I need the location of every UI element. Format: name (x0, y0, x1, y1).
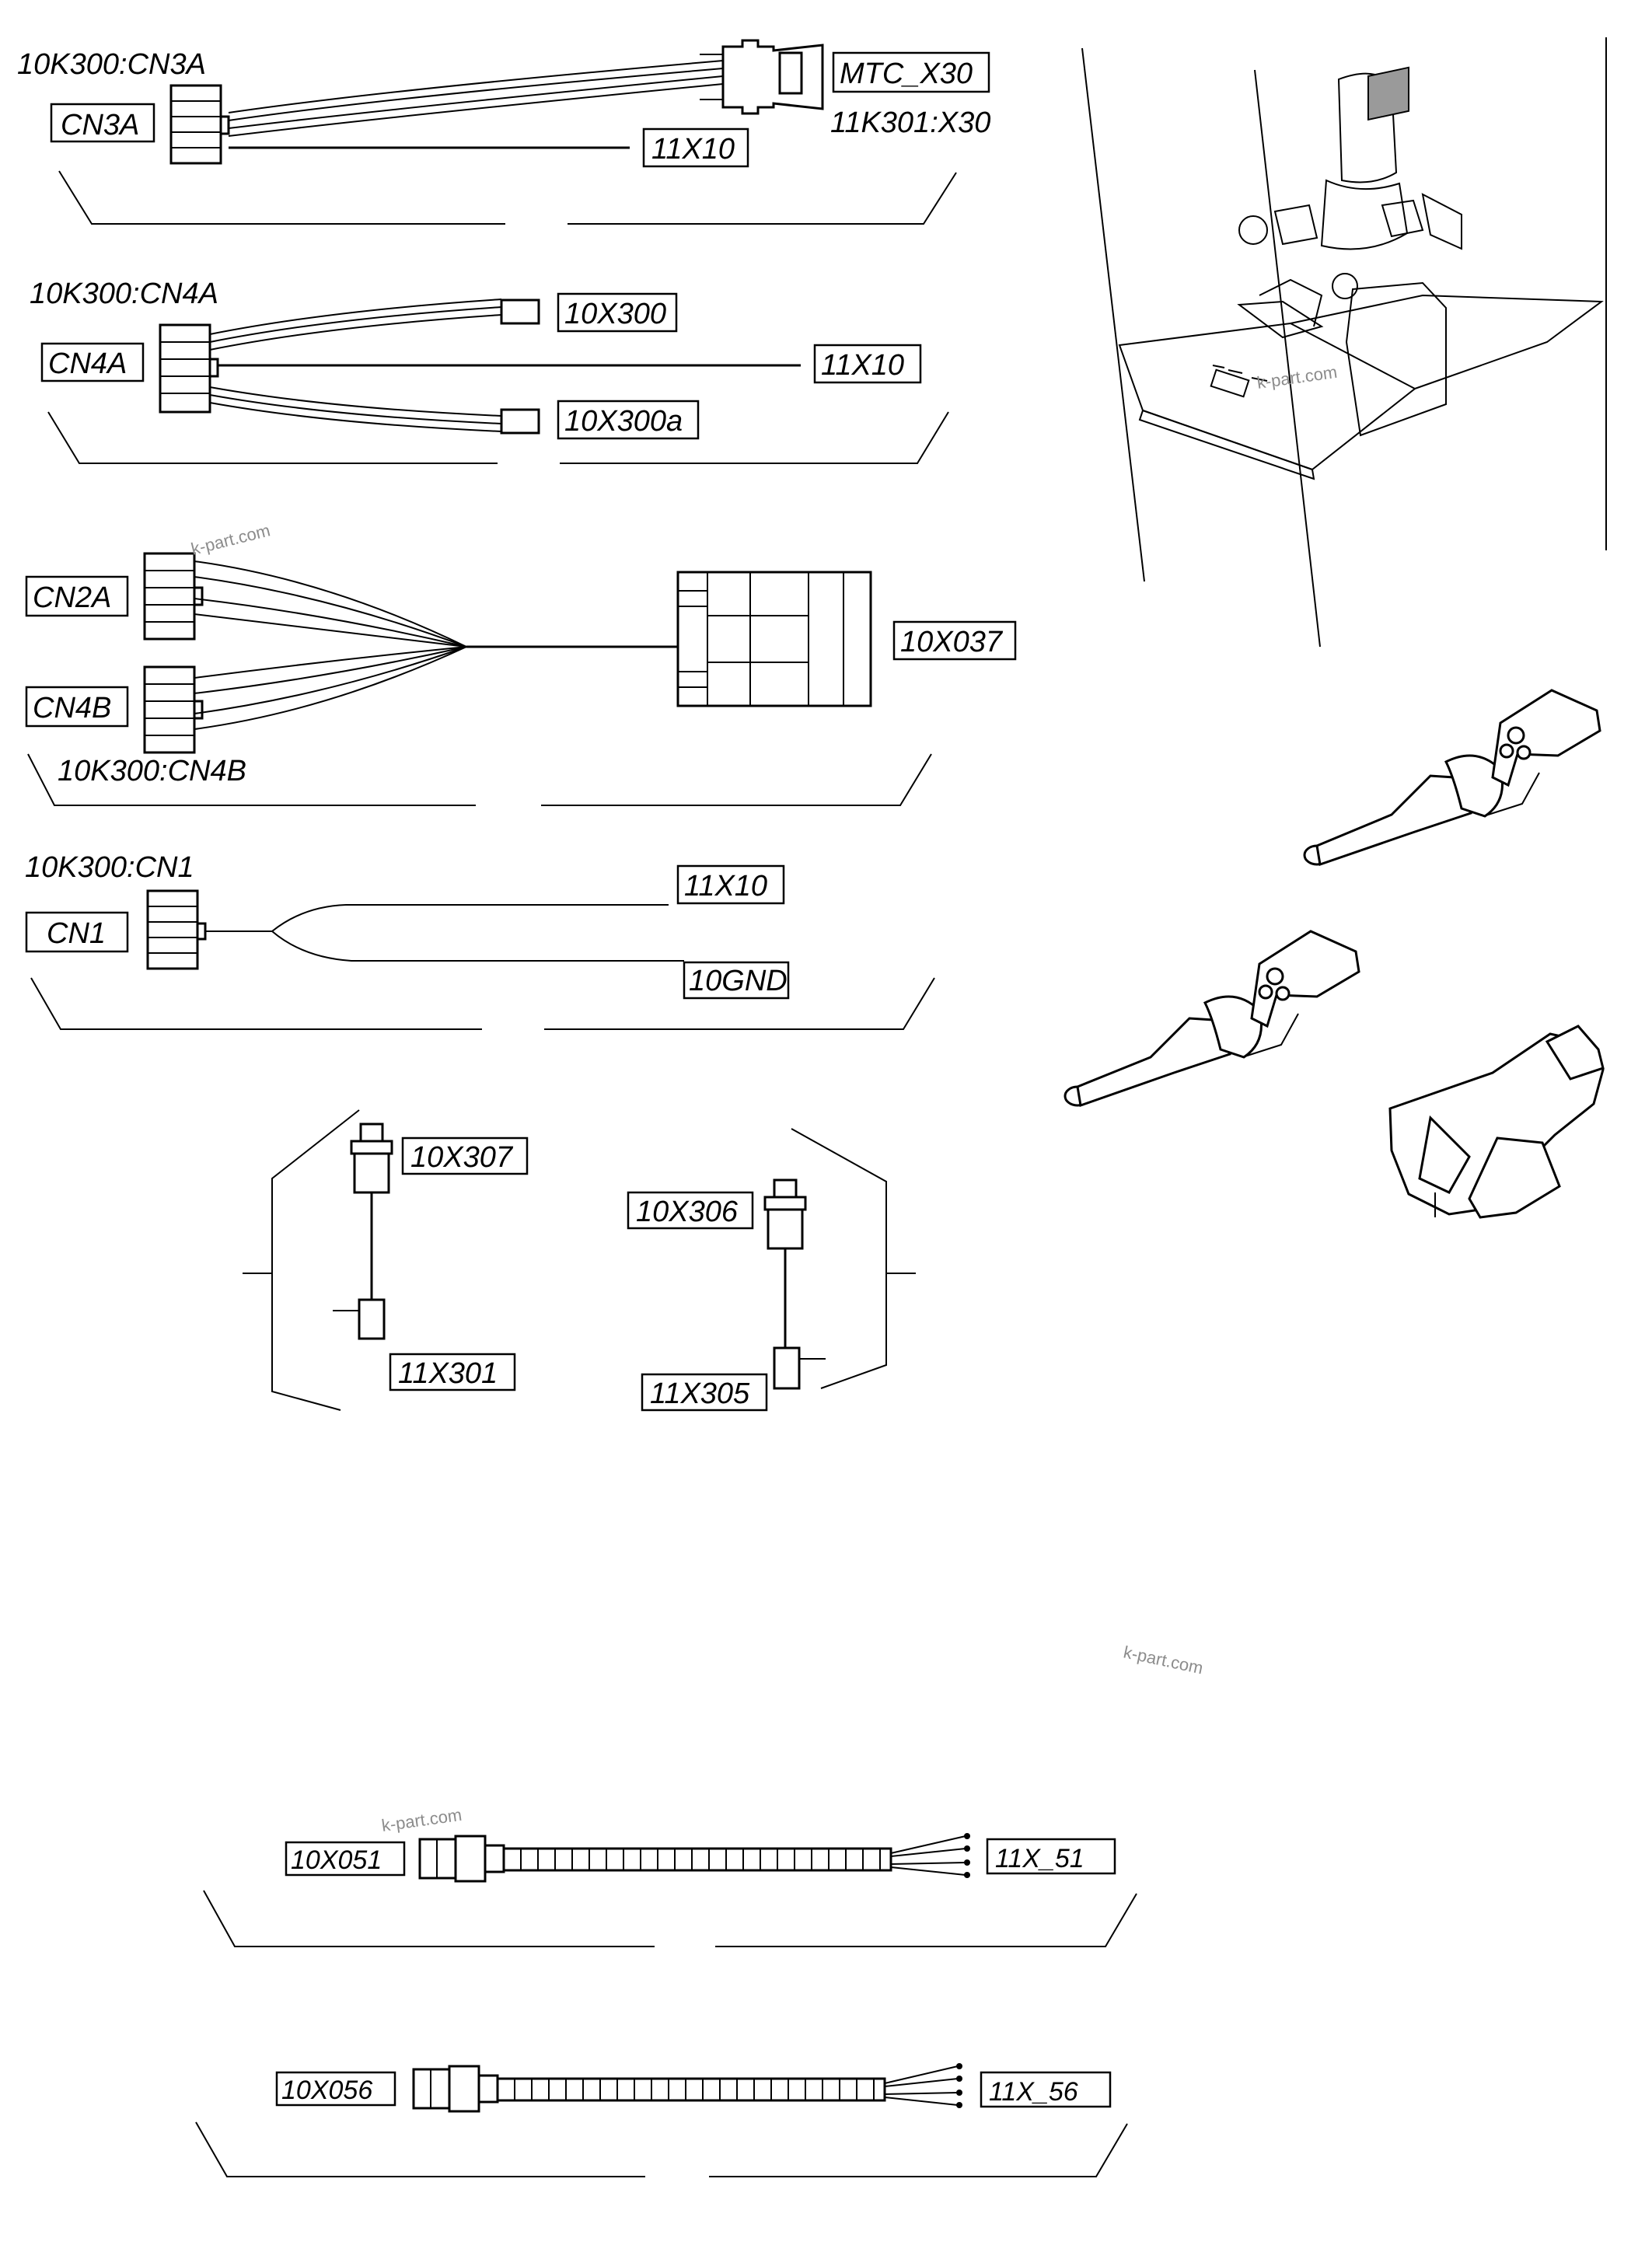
section-jumper-left: 10X307 11X301 (243, 1109, 529, 1411)
cn4a-end-tag-1: 10X300 (564, 298, 666, 330)
x51-tag: 11X_51 (995, 1844, 1084, 1873)
cn4b-connector-icon (143, 665, 204, 754)
cn3a-source-ref: 10K300:CN3A (17, 48, 206, 81)
cn4a-connector-tag: CN4A (48, 347, 127, 380)
harness-2-corrugation (514, 2079, 875, 2100)
cn3a-remote-ref: 11K301:X30 (830, 106, 990, 139)
x056-plug-icon (412, 2065, 499, 2113)
cab-floor-illustration (1081, 37, 1607, 648)
harness-2: 10X056 11X_56 (195, 2063, 1128, 2177)
watermark-1: k-part.com (189, 520, 272, 558)
cn4b-source-ref: 10K300:CN4B (58, 755, 246, 787)
cn1-connector-tag: CN1 (47, 917, 106, 950)
cn1-connector-icon (146, 889, 207, 970)
section-cn3a: 10K300:CN3A CN3A MTC_X30 11K301:X30 11X1… (17, 39, 990, 225)
x301-tag: 11X301 (398, 1357, 498, 1390)
cn2a-connector-tag: CN2A (33, 581, 111, 614)
x307-tag: 10X307 (410, 1141, 514, 1174)
section-jumper-right: 10X306 11X305 (627, 1128, 916, 1412)
watermark-3: k-part.com (1122, 1642, 1205, 1678)
section-cn1: 10K300:CN1 CN1 11X10 10GND (25, 851, 935, 1030)
cn1-end-tag-1: 11X10 (684, 870, 767, 903)
x305-tag: 11X305 (650, 1377, 750, 1410)
connector-illustration-2 (1063, 930, 1360, 1108)
cn3a-connector-icon (169, 84, 230, 165)
x056-tag: 10X056 (281, 2076, 372, 2105)
x051-plug-icon (418, 1835, 505, 1883)
connector-illustration-3 (1388, 1025, 1605, 1219)
cn4b-connector-tag: CN4B (33, 692, 111, 724)
cn1-source-ref: 10K300:CN1 (25, 851, 194, 884)
x306-tag: 10X306 (636, 1196, 739, 1228)
harness-1-corrugation (520, 1849, 881, 1870)
cn3a-ground-tag: 11X10 (651, 133, 735, 166)
section-cn2a-cn4b: CN2A CN4B (25, 552, 1017, 806)
cn4a-end-tag-2: 10X300a (564, 405, 683, 438)
connector-illustration-1 (1303, 689, 1601, 866)
watermark-4: k-part.com (380, 1805, 463, 1835)
x56-tag: 11X_56 (989, 2077, 1078, 2107)
x037-connector-icon (676, 571, 872, 707)
x306-plug-icon (763, 1178, 826, 1390)
x307-plug-icon (333, 1123, 393, 1340)
cn1-end-tag-2: 10GND (689, 965, 788, 997)
section-cn4a: 10K300:CN4A CN4A 10X300 11X10 10X300a (30, 278, 949, 464)
cn4a-source-ref: 10K300:CN4A (30, 278, 218, 310)
x037-target-tag: 10X037 (900, 626, 1004, 658)
harness-1: 10X051 11X_51 (203, 1833, 1137, 1947)
cn3a-remote-tag: MTC_X30 (840, 58, 973, 90)
x051-tag: 10X051 (291, 1845, 382, 1875)
cn3a-connector-tag: CN3A (61, 109, 139, 141)
mtc-x30-connector-icon (700, 39, 824, 115)
cn4a-connector-icon (159, 323, 219, 414)
cn2a-connector-icon (143, 552, 204, 641)
cn4a-ground-tag: 11X10 (821, 349, 904, 382)
watermark-2: k-part.com (1256, 362, 1338, 393)
